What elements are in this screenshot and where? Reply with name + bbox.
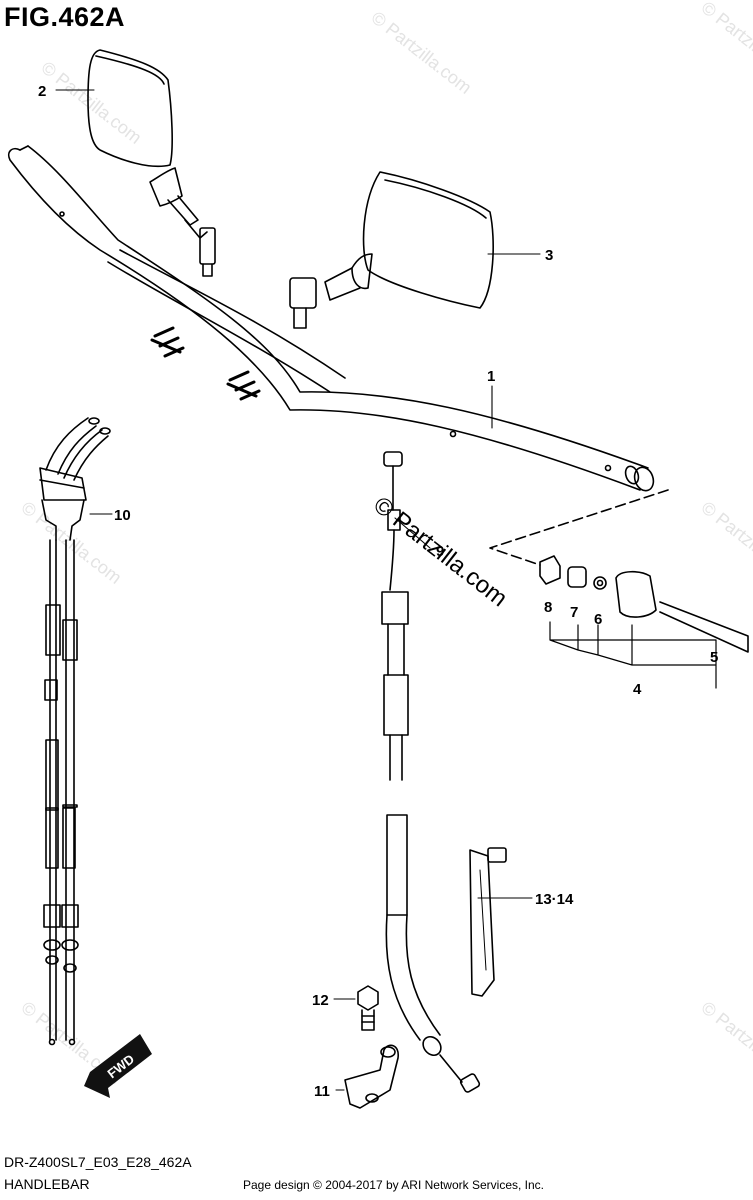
bolt: [357, 985, 379, 1031]
watermark-text: © Partzilla.com: [18, 497, 126, 587]
callout-4: 4: [633, 681, 642, 698]
callout-13-14: 13·14: [535, 891, 574, 908]
callout-10: 10: [114, 507, 131, 524]
leader-lines: [55, 89, 541, 1091]
watermark-text: © Partzilla.com: [698, 0, 753, 88]
watermark-text: © Partzilla.com: [698, 997, 753, 1087]
callout-labels: 2 3 1 10 9 8 7 6 5 4 13·14 12 11: [38, 83, 718, 1100]
callout-12: 12: [312, 992, 329, 1009]
page-credit: Page design © 2004-2017 by ARI Network S…: [243, 1178, 545, 1192]
watermark-text: © Partzilla.com: [698, 497, 753, 587]
cable-tie: [469, 847, 507, 997]
callout-6: 6: [594, 611, 602, 628]
figure-title: FIG.462A: [4, 2, 126, 32]
callout-11: 11: [314, 1083, 330, 1100]
watermark-text: © Partzilla.com: [368, 7, 476, 97]
left-mirror: [87, 49, 216, 277]
handlebar-weight-set: [489, 489, 749, 689]
callout-1: 1: [487, 368, 495, 385]
section-name: HANDLEBAR: [4, 1176, 90, 1192]
callout-7: 7: [570, 604, 578, 621]
clutch-cable: [381, 451, 481, 1093]
callout-8: 8: [544, 599, 552, 616]
handlebar: [7, 145, 655, 492]
callout-3: 3: [545, 247, 553, 264]
callout-5: 5: [710, 649, 718, 666]
throttle-cable-assembly: [39, 417, 111, 1046]
cable-bracket: [344, 1044, 399, 1109]
right-mirror: [289, 171, 494, 329]
callout-2: 2: [38, 83, 46, 100]
watermark-layer: © Partzilla.com © Partzilla.com © Partzi…: [18, 0, 753, 1088]
model-code: DR-Z400SL7_E03_E28_462A: [4, 1154, 192, 1170]
callout-9: 9: [436, 543, 444, 560]
